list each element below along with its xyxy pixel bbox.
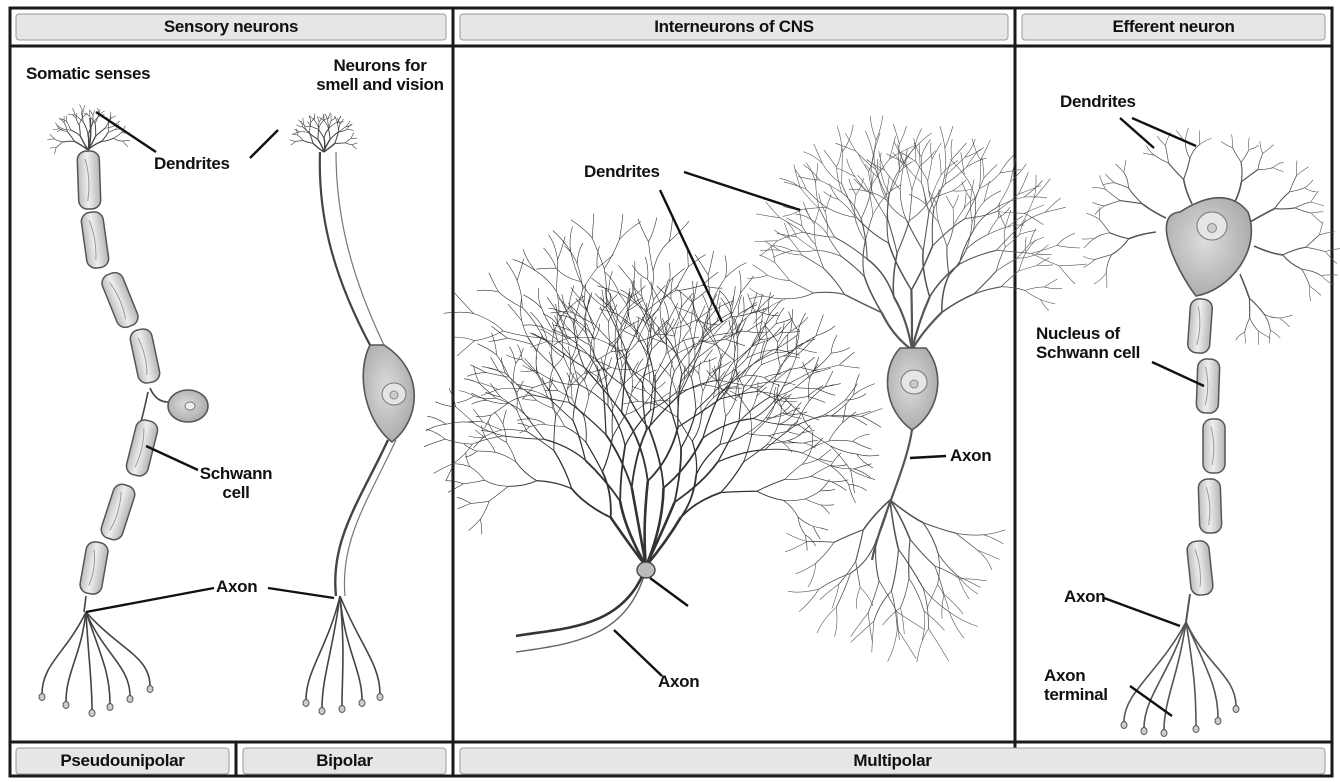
footer-pseudounipolar: Pseudounipolar <box>16 748 229 774</box>
label-axon-purkinje: Axon <box>658 672 699 691</box>
leader-lines <box>86 112 1204 716</box>
purkinje-interneuron <box>424 214 882 653</box>
header-bars <box>16 14 1325 774</box>
label-nucleus-of-schwann-cell: Nucleus of Schwann cell <box>1036 324 1140 362</box>
label-line: Neurons for <box>300 56 460 75</box>
label-axon-sensory: Axon <box>216 577 257 596</box>
footer-multipolar: Multipolar <box>460 748 1325 774</box>
label-line: cell <box>196 483 276 502</box>
label-line: Axon <box>1044 666 1108 685</box>
pseudounipolar-cell-body <box>168 390 208 422</box>
pseudounipolar-neuron <box>39 105 168 717</box>
label-line: Schwann <box>196 464 276 483</box>
panel-frame <box>10 8 1332 776</box>
label-line: smell and vision <box>300 75 460 94</box>
label-neurons-for-smell-and-vision: Neurons for smell and vision <box>300 56 460 94</box>
label-somatic-senses: Somatic senses <box>26 64 150 83</box>
header-efferent-neuron: Efferent neuron <box>1022 14 1325 40</box>
label-line: Nucleus of <box>1036 324 1140 343</box>
efferent-cell-body <box>1166 198 1251 296</box>
header-interneurons-of-cns: Interneurons of CNS <box>460 14 1008 40</box>
efferent-schwann-cells <box>1186 298 1225 596</box>
purkinje-cell-body <box>637 562 655 578</box>
label-axon-efferent: Axon <box>1064 587 1105 606</box>
label-schwann-cell: Schwann cell <box>196 464 276 502</box>
multipolar-interneuron-cell-body <box>888 348 938 430</box>
bipolar-cell-body <box>363 345 414 442</box>
label-dendrites-efferent: Dendrites <box>1060 92 1136 111</box>
header-sensory-neurons: Sensory neurons <box>16 14 446 40</box>
label-axon-terminal: Axon terminal <box>1044 666 1108 704</box>
footer-bipolar: Bipolar <box>243 748 446 774</box>
pseudounipolar-schwann-cells <box>77 151 161 596</box>
label-dendrites-interneuron: Dendrites <box>584 162 660 181</box>
label-dendrites-sensory: Dendrites <box>154 154 230 173</box>
label-line: terminal <box>1044 685 1108 704</box>
label-line: Schwann cell <box>1036 343 1140 362</box>
label-axon-pyramidal: Axon <box>950 446 991 465</box>
